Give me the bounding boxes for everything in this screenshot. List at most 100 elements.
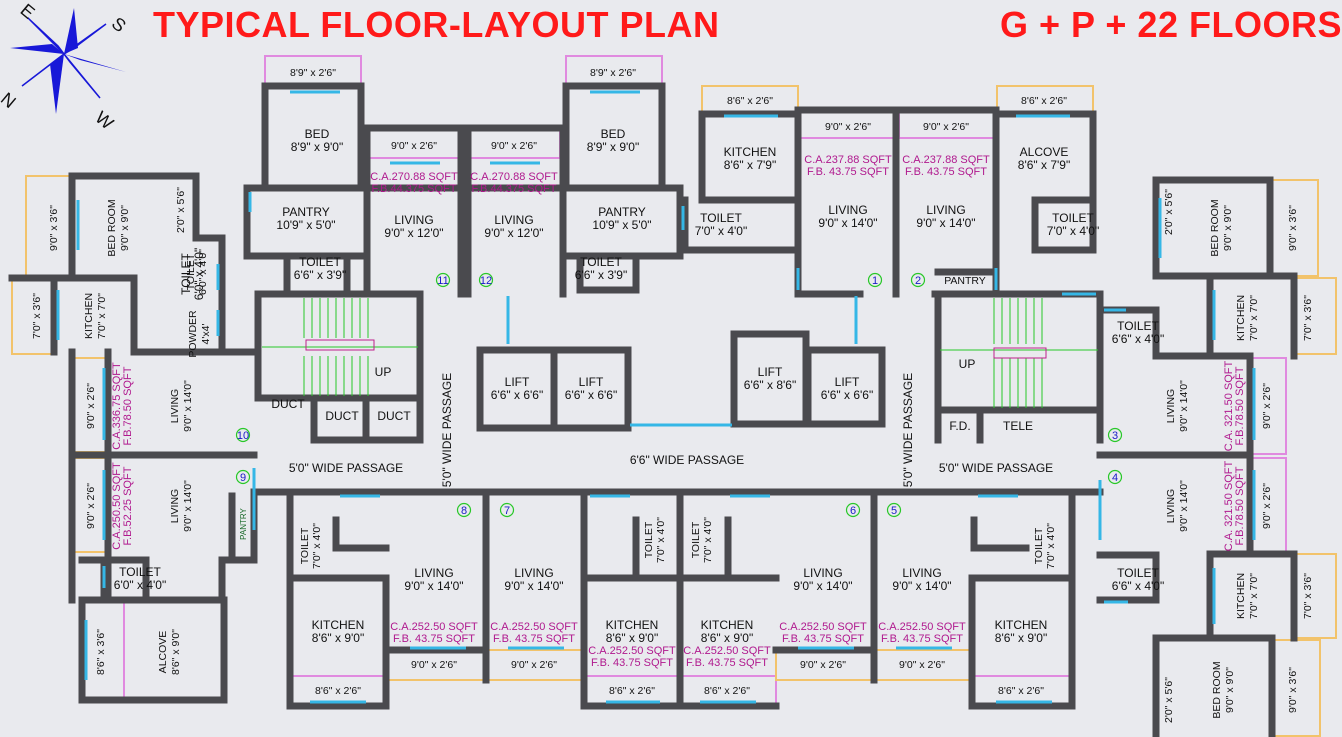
flat-number-circle <box>499 502 515 518</box>
room-label-bal-14: 9'0" x 2'6" <box>800 659 846 671</box>
room-label-line: F.B. 43.75 SQFT <box>493 633 575 645</box>
rotated-label-area-4: C.A. 321.50 SQFT <box>1223 460 1235 551</box>
room-label-line: 9'0" x 2'6" <box>800 659 846 671</box>
room-label-bal-9: 9'0" x 2'6" <box>411 659 457 671</box>
flat-number-circle <box>867 272 883 288</box>
room-label-line: 5'0" WIDE PASSAGE <box>939 461 1053 475</box>
room-label-bal-7: 9'0" x 2'6" <box>923 121 969 133</box>
room-label-line: LIVING <box>514 566 553 580</box>
room-label-duct-3: DUCT <box>377 409 411 423</box>
room-label-line: 8'6" x 2'6" <box>1021 95 1067 107</box>
rotated-label-bal-l4: 9'0" x 2'6" <box>85 383 97 429</box>
room-label-line: UP <box>375 365 392 379</box>
room-label-line: F.B. 43.75 SQFT <box>686 657 768 669</box>
flat-number-circle <box>1107 427 1123 443</box>
room-label-line: 6'6" x 3'9" <box>294 268 346 282</box>
room-label-pass-1: 5'0" WIDE PASSAGE <box>289 461 403 475</box>
room-label-line: F.B. 43.75 SQFT <box>393 633 475 645</box>
rotated-label-bal-l1: 9'0" x 3'6" <box>48 205 60 251</box>
room-label-line: LIVING <box>828 203 867 217</box>
rotated-label-alcove-9b: 8'6" x 9'0" <box>170 629 182 675</box>
rotated-label-living-9: LIVING <box>169 489 181 523</box>
room-label-line: F.B. 43.75 SQFT <box>905 166 987 178</box>
rotated-label-bal-r7: 2'0" x 5'6" <box>1163 677 1175 723</box>
rotated-label-toilet-l2: 6'0" x 4'0" <box>197 249 209 295</box>
room-label-line: F.B. 43.75 SQFT <box>591 657 673 669</box>
room-label-line: C.A.252.50 SQFT <box>390 621 478 633</box>
room-label-duct-2: DUCT <box>325 409 359 423</box>
flat-number-4: 4 <box>1112 472 1118 484</box>
room-label-up-1: UP <box>375 365 392 379</box>
room-label-line: 10'9" x 5'0" <box>276 218 335 232</box>
room-label-line: DUCT <box>377 409 411 423</box>
room-label-line: BED <box>305 127 330 141</box>
room-label-line: LIVING <box>494 213 533 227</box>
rotated-label-bal-r2: 9'0" x 3'6" <box>1287 205 1299 251</box>
rotated-label-living-10: LIVING <box>169 389 181 423</box>
rotated-label-living-4b: 9'0" x 14'0" <box>1178 480 1190 532</box>
room-label-line: 6'6" x 4'0" <box>1112 579 1164 593</box>
rotated-label-area-4b: F.B.78.50 SQFT <box>1234 466 1246 545</box>
room-label-line: 6'6" x 8'6" <box>744 378 796 392</box>
flat-number-7: 7 <box>504 505 510 517</box>
rotated-label-living-3: LIVING <box>1165 389 1177 423</box>
room-label-bal-16: 8'6" x 2'6" <box>998 685 1044 697</box>
room-label-line: 8'9" x 2'6" <box>290 67 336 79</box>
room-label-line: 8'6" x 9'0" <box>606 631 658 645</box>
flat-number-circle <box>435 272 451 288</box>
room-label-line: F.B.44.375 SQFT <box>372 183 457 195</box>
room-label-line: TOILET <box>580 255 622 269</box>
room-label-line: 5'0" WIDE PASSAGE <box>289 461 403 475</box>
room-label-line: 9'0" x 2'6" <box>899 659 945 671</box>
compass-w: W <box>91 107 117 133</box>
rotated-label-toilet-8b: 7'0" x 4'0" <box>311 523 323 569</box>
room-label-line: C.A.237.88 SQFT <box>804 154 892 166</box>
rotated-label-bedroom-r2: 9'0" x 9'0" <box>1222 205 1234 251</box>
room-label-bal-6: 9'0" x 2'6" <box>825 121 871 133</box>
windows <box>56 90 1256 704</box>
room-label-line: C.A.270.88 SQFT <box>470 171 558 183</box>
room-label-up-2: UP <box>959 357 976 371</box>
compass-e: E <box>17 0 39 23</box>
room-label-line: 8'6" x 9'0" <box>312 631 364 645</box>
room-label-line: 9'0" x 2'6" <box>491 140 537 152</box>
room-label-line: 6'6" x 6'6" <box>821 388 873 402</box>
rotated-label-bal-l5: 9'0" x 2'6" <box>85 483 97 529</box>
room-label-pass-3: 5'0" WIDE PASSAGE <box>939 461 1053 475</box>
room-label-tele: TELE <box>1003 419 1033 433</box>
rotated-label-toilet-8: TOILET <box>299 527 311 564</box>
room-label-bal-13: 8'6" x 2'6" <box>704 685 750 697</box>
room-label-line: 8'6" x 2'6" <box>609 685 655 697</box>
room-label-bal-5: 8'6" x 2'6" <box>727 95 773 107</box>
room-label-bal-4: 8'9" x 2'6" <box>590 67 636 79</box>
rotated-label-bal-l3: 7'0" x 3'6" <box>31 293 43 339</box>
room-label-line: 9'0" x 14'0" <box>916 216 975 230</box>
room-label-line: PANTRY <box>944 275 986 287</box>
plan-title: TYPICAL FLOOR-LAYOUT PLAN <box>153 4 720 45</box>
room-label-line: PANTRY <box>282 205 330 219</box>
room-label-line: KITCHEN <box>724 145 777 159</box>
flat-number-1: 1 <box>872 275 878 287</box>
room-label-line: KITCHEN <box>701 618 754 632</box>
room-label-line: 8'6" x 2'6" <box>727 95 773 107</box>
